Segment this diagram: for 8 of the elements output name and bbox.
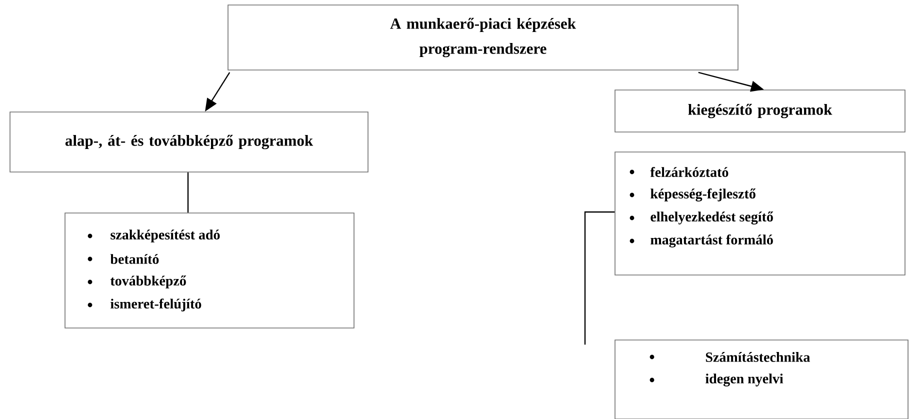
title-box: alap-, át- és továbbképző programok (10, 112, 368, 172)
title-box: kiegészítő programok (614, 90, 906, 132)
bullet-list-box: felzárkóztató képesség-fejlesztő elhelyezkedést segítő magatartást formáló (614, 152, 906, 276)
connector-line (584, 211, 615, 345)
bullet-list-box: Számítástechnika idegen nyelvi (614, 340, 908, 419)
bullet-list-box: szakképesítést adó betanító továbbképző ismeret-felújító (64, 212, 354, 328)
connector-line (187, 172, 189, 213)
title-box: A munkaerő-piaci képzések program-rendszere (228, 4, 738, 70)
